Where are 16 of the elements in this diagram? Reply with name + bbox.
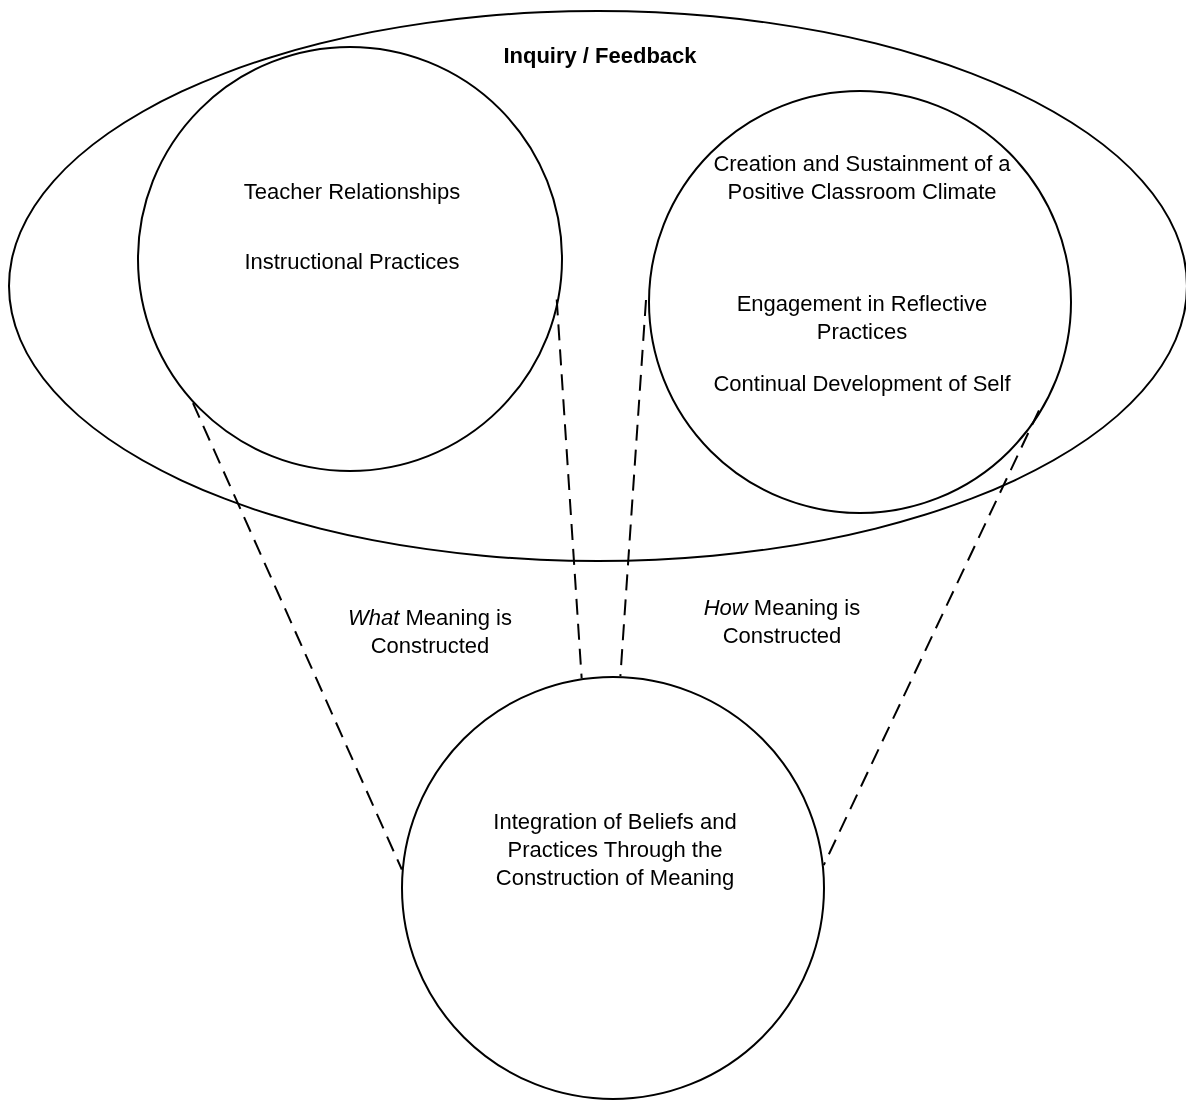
circle-text: Creation and Sustainment of a Positive Classroom Climate bbox=[712, 150, 1012, 206]
meaning-label: What Meaning is Constructed bbox=[347, 604, 513, 660]
circle-text: Teacher Relationships bbox=[242, 178, 462, 206]
circle-text: Continual Development of Self bbox=[712, 370, 1012, 398]
concept-circle bbox=[401, 676, 825, 1100]
dashed-connector bbox=[619, 299, 647, 678]
dashed-connector bbox=[555, 298, 583, 680]
dashed-connector bbox=[192, 402, 403, 871]
ellipse-title: Inquiry / Feedback bbox=[502, 42, 698, 70]
circle-text: Integration of Beliefs and Practices Through the Construction of Meaning bbox=[492, 808, 738, 892]
meaning-label: How Meaning is Constructed bbox=[702, 594, 862, 650]
circle-text: Engagement in Reflective Practices bbox=[735, 290, 989, 346]
concept-circle bbox=[648, 90, 1072, 514]
circle-text: Instructional Practices bbox=[243, 248, 461, 276]
feedback-ellipse bbox=[8, 10, 1186, 562]
dashed-connector bbox=[822, 409, 1040, 867]
